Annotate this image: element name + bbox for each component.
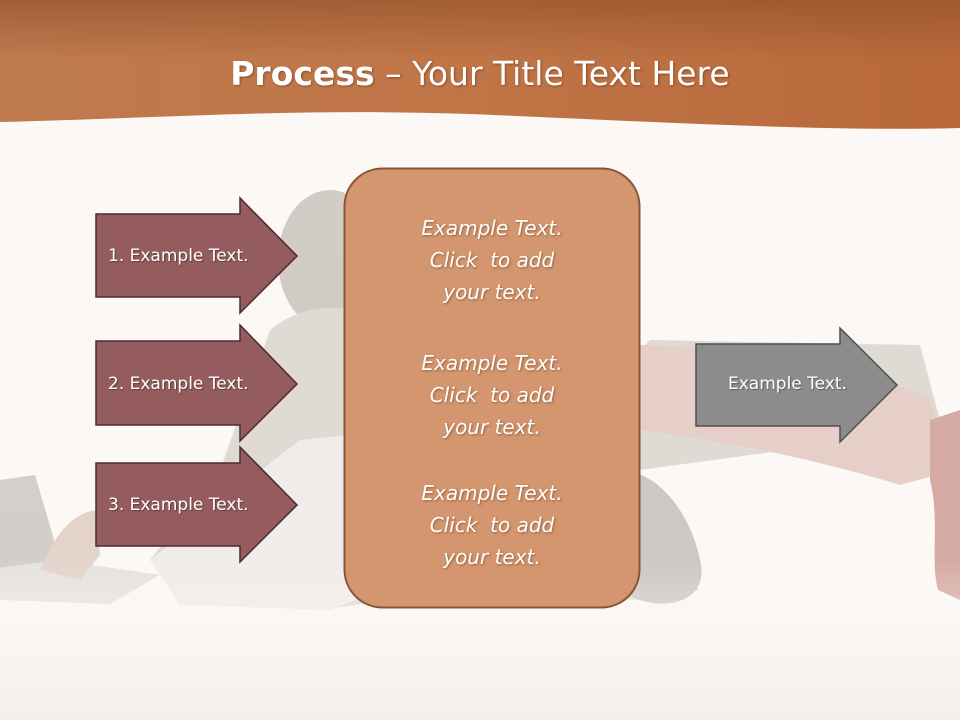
center-paragraph-1-line-1: Example Text. (421, 216, 563, 240)
center-paragraph-1-line-2: Click to add (429, 248, 555, 272)
center-paragraph-3-line-1: Example Text. (421, 481, 563, 505)
center-paragraph-2-line-3: your text. (443, 415, 541, 439)
title-bold: Process (230, 54, 375, 93)
slide-title[interactable]: Process – Your Title Text Here (0, 52, 960, 96)
center-paragraph-3: Example Text. Click to add your text. (346, 477, 638, 573)
left-arrow-3-label: 3. Example Text. (108, 495, 249, 515)
center-paragraph-1: Example Text. Click to add your text. (346, 212, 638, 308)
right-output-label: Example Text. (728, 374, 847, 394)
left-arrow-1-label: 1. Example Text. (108, 246, 249, 266)
center-box[interactable] (343, 167, 641, 609)
left-arrow-2[interactable] (95, 323, 299, 443)
title-rest: – Your Title Text Here (374, 54, 730, 93)
left-arrow-1[interactable] (95, 196, 299, 315)
left-arrow-2-label: 2. Example Text. (108, 374, 249, 394)
center-paragraph-2-line-2: Click to add (429, 383, 555, 407)
center-paragraph-1-line-3: your text. (443, 280, 541, 304)
center-paragraph-3-line-3: your text. (443, 545, 541, 569)
center-paragraph-3-line-2: Click to add (429, 513, 555, 537)
center-paragraph-2: Example Text. Click to add your text. (346, 347, 638, 443)
center-paragraph-2-line-1: Example Text. (421, 351, 563, 375)
left-arrow-3[interactable] (95, 445, 299, 564)
right-output-arrow[interactable] (695, 326, 899, 444)
